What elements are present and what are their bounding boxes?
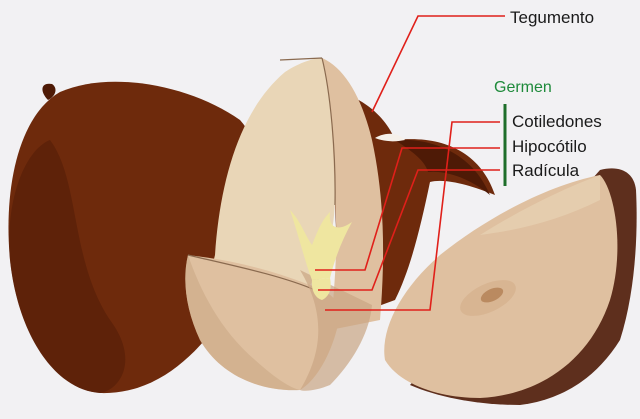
label-tegumento: Tegumento (510, 9, 594, 26)
label-hipocotilo: Hipocótilo (512, 138, 587, 155)
label-radicula: Radícula (512, 162, 579, 179)
label-germen: Germen (494, 80, 552, 96)
leader-line-tegumento (372, 16, 505, 112)
label-cotiledones: Cotiledones (512, 113, 602, 130)
